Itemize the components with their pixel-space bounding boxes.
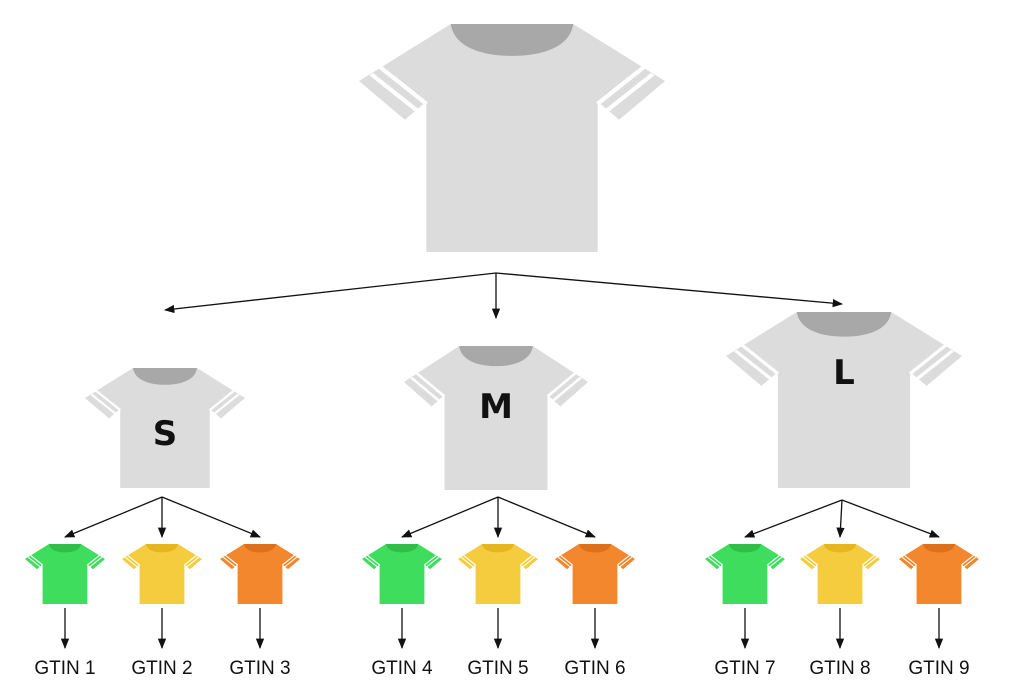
size-label-l: L xyxy=(833,353,855,393)
variant-m-green-shirt-icon xyxy=(362,544,442,604)
size-m-shirt-icon xyxy=(404,346,588,490)
variant-l-green-shirt-icon xyxy=(705,544,785,604)
variant-l-orange-shirt-icon xyxy=(899,544,979,604)
variant-m-orange-shirt-icon xyxy=(555,544,635,604)
size-label-m: M xyxy=(479,387,513,427)
collar xyxy=(244,544,276,553)
arrow-root-to-size-s xyxy=(163,272,497,314)
gtin-label-gtin-2: GTIN 2 xyxy=(131,658,192,679)
variant-s-orange-shirt-icon xyxy=(220,544,300,604)
collar xyxy=(459,346,533,367)
size-label-s: S xyxy=(153,414,178,454)
arrow-s-to-green xyxy=(64,496,163,538)
arrow-m-to-orange xyxy=(497,496,596,538)
collar xyxy=(49,544,81,553)
gtin-label-gtin-6: GTIN 6 xyxy=(564,658,625,679)
t-shirt-icon xyxy=(359,24,665,252)
arrow-s-to-orange xyxy=(161,496,261,538)
collar xyxy=(923,544,955,553)
collar xyxy=(482,544,514,553)
variant-s-yellow-shirt-icon xyxy=(122,544,202,604)
collar xyxy=(729,544,761,553)
collar xyxy=(796,312,892,337)
collar xyxy=(450,24,574,56)
collar xyxy=(133,368,197,385)
edges-layer xyxy=(60,272,944,650)
arrow-root-to-size-l xyxy=(495,272,844,308)
size-l-shirt-icon xyxy=(726,312,962,488)
gtin-label-gtin-1: GTIN 1 xyxy=(34,658,95,679)
collar xyxy=(824,544,856,553)
arrow-l-to-yellow xyxy=(836,499,845,539)
nodes-layer: S GTIN 1 GTIN 2 GTIN 3 M GTIN 4 GTIN 5 GTIN 6 L G… xyxy=(25,24,979,679)
arrow-l-to-orange xyxy=(841,499,940,538)
collar xyxy=(579,544,611,553)
gtin-label-gtin-5: GTIN 5 xyxy=(467,658,528,679)
arrow-l-to-green xyxy=(744,499,843,538)
variant-s-green-shirt-icon xyxy=(25,544,105,604)
gtin-label-gtin-9: GTIN 9 xyxy=(908,658,969,679)
gtin-label-gtin-7: GTIN 7 xyxy=(714,658,775,679)
size-s-shirt-icon xyxy=(85,368,245,488)
arrow-m-to-green xyxy=(401,496,499,538)
variant-m-yellow-shirt-icon xyxy=(458,544,538,604)
collar xyxy=(146,544,178,553)
gtin-label-gtin-4: GTIN 4 xyxy=(371,658,433,679)
variant-l-yellow-shirt-icon xyxy=(800,544,880,604)
collar xyxy=(386,544,418,553)
gtin-label-gtin-8: GTIN 8 xyxy=(809,658,870,679)
gtin-label-gtin-3: GTIN 3 xyxy=(229,658,290,679)
